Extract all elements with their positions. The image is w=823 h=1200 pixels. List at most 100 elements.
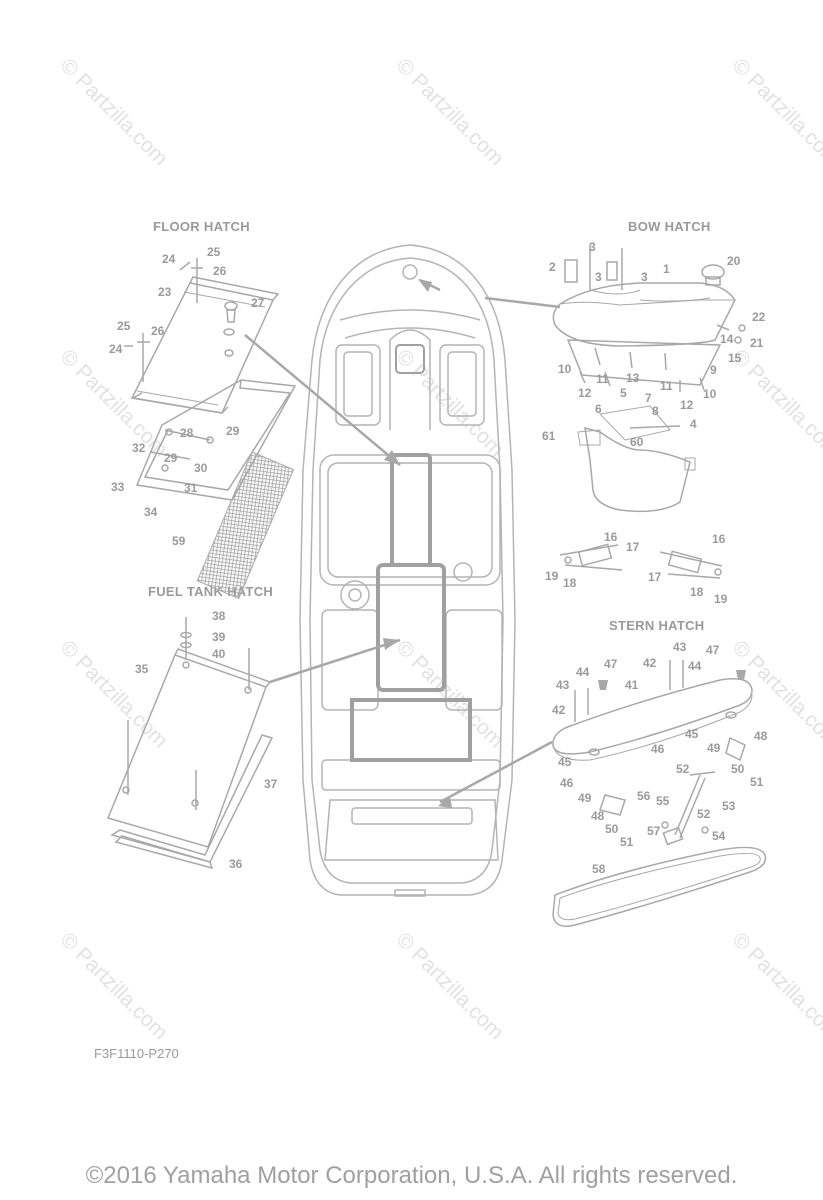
callout: 25 <box>117 319 131 333</box>
callout: 31 <box>184 481 198 495</box>
bow-hatch-title: BOW HATCH <box>628 219 711 234</box>
callout: 3 <box>641 270 648 284</box>
callout: 49 <box>578 791 592 805</box>
callout: 5 <box>620 386 627 400</box>
callout: 45 <box>558 755 572 769</box>
callout: 3 <box>595 270 602 284</box>
callout: 40 <box>212 647 226 661</box>
callout: 50 <box>605 822 619 836</box>
callout: 35 <box>135 662 149 676</box>
callout: 1 <box>663 262 670 276</box>
callout: 4 <box>690 417 697 431</box>
callout: 43 <box>673 640 687 654</box>
callout: 19 <box>714 592 728 606</box>
callout: 25 <box>207 245 221 259</box>
drawing-code: F3F1110-P270 <box>94 1046 179 1061</box>
bow-bracket <box>577 429 696 471</box>
callout: 42 <box>552 703 566 717</box>
callout: 27 <box>251 296 265 310</box>
callout: 52 <box>697 807 711 821</box>
callout: 32 <box>132 441 146 455</box>
callout: 61 <box>542 429 556 443</box>
callout: 17 <box>626 540 640 554</box>
floor-mesh-mat <box>196 451 295 600</box>
hinge-assemblies <box>559 543 723 579</box>
stern-hatch-assembly <box>552 660 767 927</box>
callout: 46 <box>651 742 665 756</box>
callout: 19 <box>545 569 559 583</box>
callout: 6 <box>595 402 602 416</box>
callout: 47 <box>604 657 618 671</box>
callouts-fuel: 38 39 40 35 37 36 <box>135 609 278 871</box>
callout: 12 <box>680 398 694 412</box>
callout: 49 <box>707 741 721 755</box>
callout: 30 <box>194 461 208 475</box>
callout: 48 <box>591 809 605 823</box>
callout: 26 <box>213 264 227 278</box>
callout: 24 <box>162 252 176 266</box>
arrow-heads <box>383 279 452 808</box>
callout: 26 <box>151 324 165 338</box>
stern-hatch-title: STERN HATCH <box>609 618 705 633</box>
callout: 37 <box>264 777 278 791</box>
callouts-floor: 24 25 26 23 27 25 26 24 28 29 32 29 30 3… <box>109 245 265 548</box>
callout: 11 <box>660 379 673 393</box>
callout: 13 <box>626 371 640 385</box>
callout: 16 <box>712 532 726 546</box>
callout: 51 <box>750 775 764 789</box>
callout: 2 <box>549 260 556 274</box>
bow-hatch-assembly <box>552 245 746 441</box>
callout: 42 <box>643 656 657 670</box>
callout: 11 <box>596 372 609 386</box>
callout: 47 <box>706 643 720 657</box>
callout: 17 <box>648 570 662 584</box>
callout: 10 <box>703 387 717 401</box>
callout: 45 <box>685 727 699 741</box>
callout: 38 <box>212 609 226 623</box>
callout: 36 <box>229 857 243 871</box>
callout: 29 <box>164 451 178 465</box>
callout: 20 <box>727 254 741 268</box>
callouts-stern: 43 42 44 47 44 43 41 47 42 45 46 46 45 4… <box>552 640 768 876</box>
callout: 29 <box>226 424 240 438</box>
callout: 10 <box>558 362 572 376</box>
callout: 15 <box>728 351 742 365</box>
callout: 58 <box>592 862 606 876</box>
callout: 24 <box>109 342 123 356</box>
callout: 53 <box>722 799 736 813</box>
callout: 7 <box>645 391 652 405</box>
callout: 44 <box>688 659 702 673</box>
callout: 39 <box>212 630 226 644</box>
callout: 56 <box>637 789 651 803</box>
callout: 48 <box>754 729 768 743</box>
callout: 9 <box>710 363 717 377</box>
callout: 33 <box>111 480 125 494</box>
callout: 50 <box>731 762 745 776</box>
callout: 34 <box>144 505 158 519</box>
callout: 28 <box>180 426 194 440</box>
callout: 59 <box>172 534 186 548</box>
hatch-highlights <box>350 344 472 762</box>
callout: 8 <box>652 404 659 418</box>
callout: 18 <box>690 585 704 599</box>
callout: 43 <box>556 678 570 692</box>
callout: 54 <box>712 829 726 843</box>
callout: 23 <box>158 285 172 299</box>
boat-hull <box>299 244 516 897</box>
floor-hatch-assembly <box>124 258 297 501</box>
callout: 44 <box>576 665 590 679</box>
copyright-notice: ©2016 Yamaha Motor Corporation, U.S.A. A… <box>85 1162 738 1189</box>
callout: 18 <box>563 576 577 590</box>
callout: 57 <box>647 824 661 838</box>
callout: 16 <box>604 530 618 544</box>
callouts-middle: 16 17 19 18 16 17 18 19 <box>545 530 728 606</box>
callout: 14 <box>720 332 734 346</box>
callout: 12 <box>578 386 592 400</box>
bow-hatch-cover <box>584 426 691 513</box>
callout: 52 <box>676 762 690 776</box>
callout: 21 <box>750 336 764 350</box>
callout: 60 <box>630 435 644 449</box>
callout: 55 <box>656 794 670 808</box>
fuel-tank-hatch-assembly <box>106 617 274 870</box>
